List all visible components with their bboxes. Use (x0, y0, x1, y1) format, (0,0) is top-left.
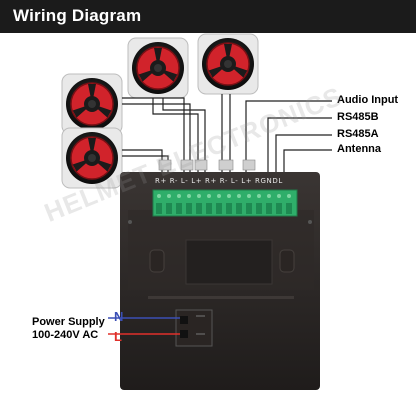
title-bar: Wiring Diagram (0, 0, 416, 33)
ceiling-speaker-icon (197, 33, 259, 95)
speaker-wires (122, 94, 332, 172)
label-audio-input: Audio Input (337, 94, 399, 106)
wire-plugs (158, 159, 256, 171)
terminal-labels: R+ R- L- L+ R+ R- L- L+ RGNDL (155, 177, 283, 185)
power-supply-label: Power Supply (32, 316, 105, 328)
label-antenna: Antenna (337, 143, 381, 155)
ceiling-speaker-icon (127, 37, 189, 99)
neutral-label: N (114, 309, 124, 324)
terminal-block (152, 189, 298, 217)
label-rs485b: RS485B (337, 111, 379, 123)
power-voltage-label: 100-240V AC (32, 329, 99, 341)
ceiling-speaker-icon (61, 73, 123, 135)
power-terminal (175, 309, 213, 347)
label-rs485a: RS485A (337, 128, 379, 140)
page-title: Wiring Diagram (13, 6, 142, 25)
live-label: L (114, 329, 122, 344)
